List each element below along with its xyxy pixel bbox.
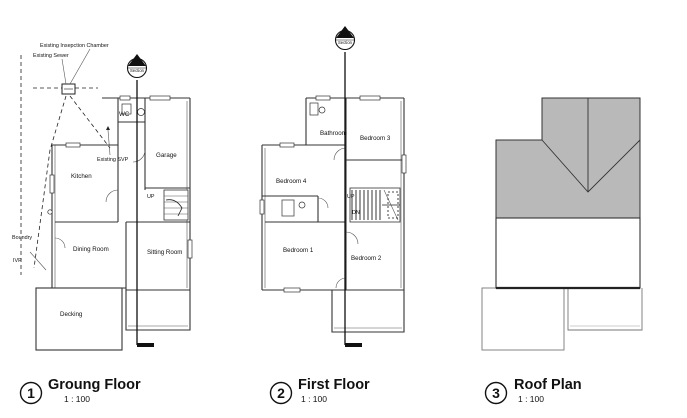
first-floor-plan: 1 Section Bathroom Bedroom 3 Bedroom 4 B…: [259, 26, 407, 347]
room-wc: WC: [119, 111, 130, 118]
ground-section-marker: 1 Section: [126, 54, 148, 79]
room-bedroom-2: Bedroom 2: [351, 255, 382, 262]
room-dining: Dining Room: [73, 246, 109, 253]
svp-label: Existing SVP: [97, 157, 129, 163]
room-bedroom-1: Bedroom 1: [283, 247, 314, 254]
ground-wall-left: [51, 145, 126, 289]
room-bedroom-4: Bedroom 4: [276, 178, 307, 185]
roof-scale: 1 : 100: [518, 394, 544, 404]
room-bathroom: Bathroom: [320, 130, 347, 137]
drain-line-left: [33, 95, 67, 269]
ground-stair-up: UP: [147, 194, 155, 200]
first-stair-down: DN: [352, 210, 360, 216]
ground-scale: 1 : 100: [64, 394, 90, 404]
inspection-chamber-label: Existing Insepction Chamber: [40, 43, 109, 49]
ground-title: Groung Floor: [48, 377, 141, 393]
room-bedroom-3: Bedroom 3: [360, 135, 391, 142]
section-number: 1: [136, 62, 139, 67]
ground-title-number: 1: [27, 385, 35, 401]
drain-line-right: [69, 95, 111, 149]
title-first: 2 First Floor 1 : 100: [269, 377, 370, 405]
room-sitting: Sitting Room: [147, 249, 182, 256]
boundary-label: Boundry: [12, 235, 32, 241]
first-scale: 1 : 100: [301, 394, 327, 404]
first-title: First Floor: [298, 377, 370, 393]
title-roof: 3 Roof Plan 1 : 100: [484, 377, 582, 405]
ground-floor-plan: 1 Section Existing Insepction Chamber Ex…: [12, 43, 193, 351]
sewer-label: Existing Sewer: [33, 53, 69, 59]
roof-plan: [481, 97, 643, 351]
flat-roof: [495, 217, 641, 289]
section-number: 1: [344, 34, 347, 39]
section-label: Section: [130, 68, 145, 73]
ground-stairs: [163, 189, 189, 221]
room-decking: Decking: [60, 311, 83, 318]
room-kitchen: Kitchen: [71, 173, 92, 180]
roof-title: Roof Plan: [514, 377, 582, 393]
title-ground: 1 Groung Floor 1 : 100: [19, 377, 141, 405]
room-garage: Garage: [156, 152, 177, 159]
first-section-marker: 1 Section: [334, 26, 356, 51]
first-title-number: 2: [277, 385, 285, 401]
decking-outline: [35, 287, 123, 351]
first-stair-up: UP: [347, 194, 355, 200]
section-label: Section: [338, 40, 353, 45]
pitched-roof: [495, 97, 641, 219]
roof-title-number: 3: [492, 385, 500, 401]
ivp-label: IVP: [13, 258, 22, 264]
